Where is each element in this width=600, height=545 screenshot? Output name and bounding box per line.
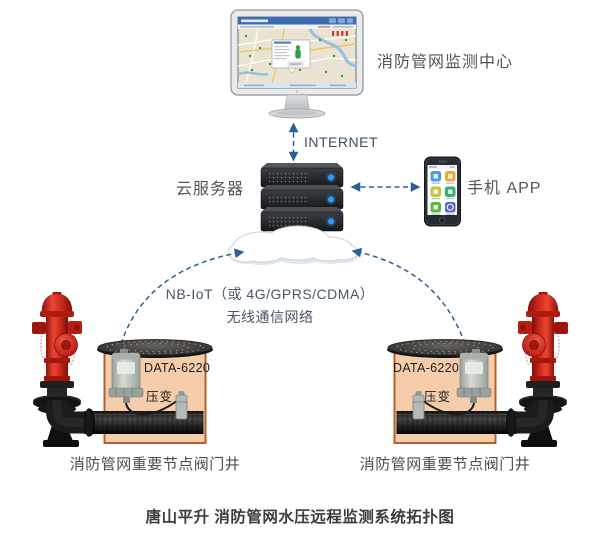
server-icon [260,163,344,232]
map-screen [237,28,357,83]
map-popup [271,39,311,74]
monitor-icon [230,9,364,119]
left-pressure-sensor-icon [175,391,188,420]
right-device-label: DATA-6220 [393,361,460,375]
left-uplink-arrow [120,248,245,345]
right-pressure-sensor-icon [412,391,425,420]
right-uplink-arrow [351,247,466,345]
right-pipe-icon [396,408,517,437]
diagram-title: 唐山平升 消防管网水压远程监测系统拓扑图 [145,509,455,526]
internet-label: INTERNET [304,134,378,150]
cloud-server-label: 云服务器 [176,181,245,198]
left-device-label: DATA-6220 [144,361,211,375]
wireless-network-line1: NB-IoT（或 4G/GPRS/CDMA） [165,286,375,302]
left-hydrant-icon [32,292,94,447]
left-sensor-cable [125,399,179,416]
right-hydrant-icon [506,292,568,447]
right-sensor-label: 压变 [424,390,452,404]
left-data-logger-icon [108,349,144,403]
right-data-logger-icon [456,349,492,403]
left-well-icon [84,339,213,444]
cloud-icon [227,225,359,265]
left-well-caption: 消防管网重要节点阀门井 [69,456,241,473]
monitoring-center-label: 消防管网监测中心 [377,54,514,71]
app-grid [430,171,456,215]
left-sensor-label: 压变 [146,390,174,404]
right-sensor-cable [421,399,475,416]
mobile-app-label: 手机 APP [467,180,542,197]
phone-icon [424,156,461,227]
right-well-icon [387,339,517,444]
wireless-network-line2: 无线通信网络 [226,309,314,325]
right-well-caption: 消防管网重要节点阀门井 [359,456,531,473]
